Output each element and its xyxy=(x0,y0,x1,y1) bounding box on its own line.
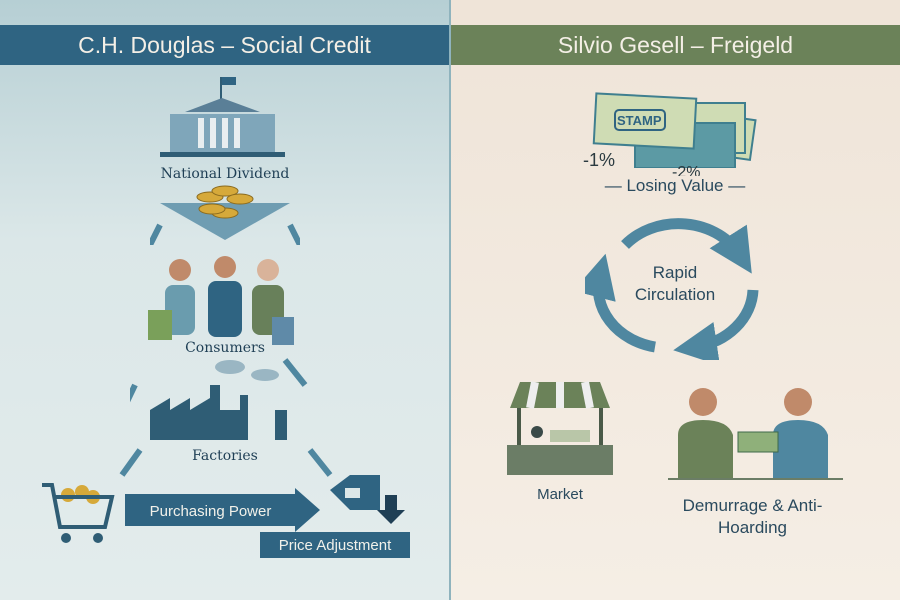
circulation-cycle-icon xyxy=(585,218,759,360)
stamp-text: STAMP xyxy=(617,113,662,128)
consumers-icon xyxy=(148,256,294,345)
stamped-banknotes-icon xyxy=(592,92,757,168)
price-tag-icon xyxy=(330,475,405,524)
divider xyxy=(449,0,451,600)
purchasing-power-label: Purchasing Power xyxy=(149,502,272,520)
flow-arrows xyxy=(119,448,333,477)
market-label: Market xyxy=(537,486,583,503)
national-dividend-label: National Dividend xyxy=(160,166,290,182)
social-credit-header: C.H. Douglas – Social Credit xyxy=(0,25,449,65)
demurrage-label: Demurrage & Anti-Hoarding xyxy=(682,496,823,538)
market-stall-icon xyxy=(507,381,613,475)
price-adjustment-label: Price Adjustment xyxy=(260,532,410,558)
government-building-icon xyxy=(160,77,285,157)
rapid-circulation-label: Rapid Circulation xyxy=(634,263,716,305)
shopping-cart-icon xyxy=(42,483,115,543)
factories-label: Factories xyxy=(192,448,258,464)
coins-funnel-icon xyxy=(150,185,300,245)
consumers-label: Consumers xyxy=(185,340,265,356)
purchasing-power-arrow xyxy=(125,488,320,532)
factory-icon xyxy=(130,358,308,440)
minus-two-percent: -2% xyxy=(672,164,701,176)
freigeld-header: Silvio Gesell – Freigeld xyxy=(451,25,900,65)
minus-one-percent: -1% xyxy=(583,150,616,170)
losing-value-label: — Losing Value — xyxy=(604,176,746,195)
money-exchange-icon xyxy=(668,388,843,480)
